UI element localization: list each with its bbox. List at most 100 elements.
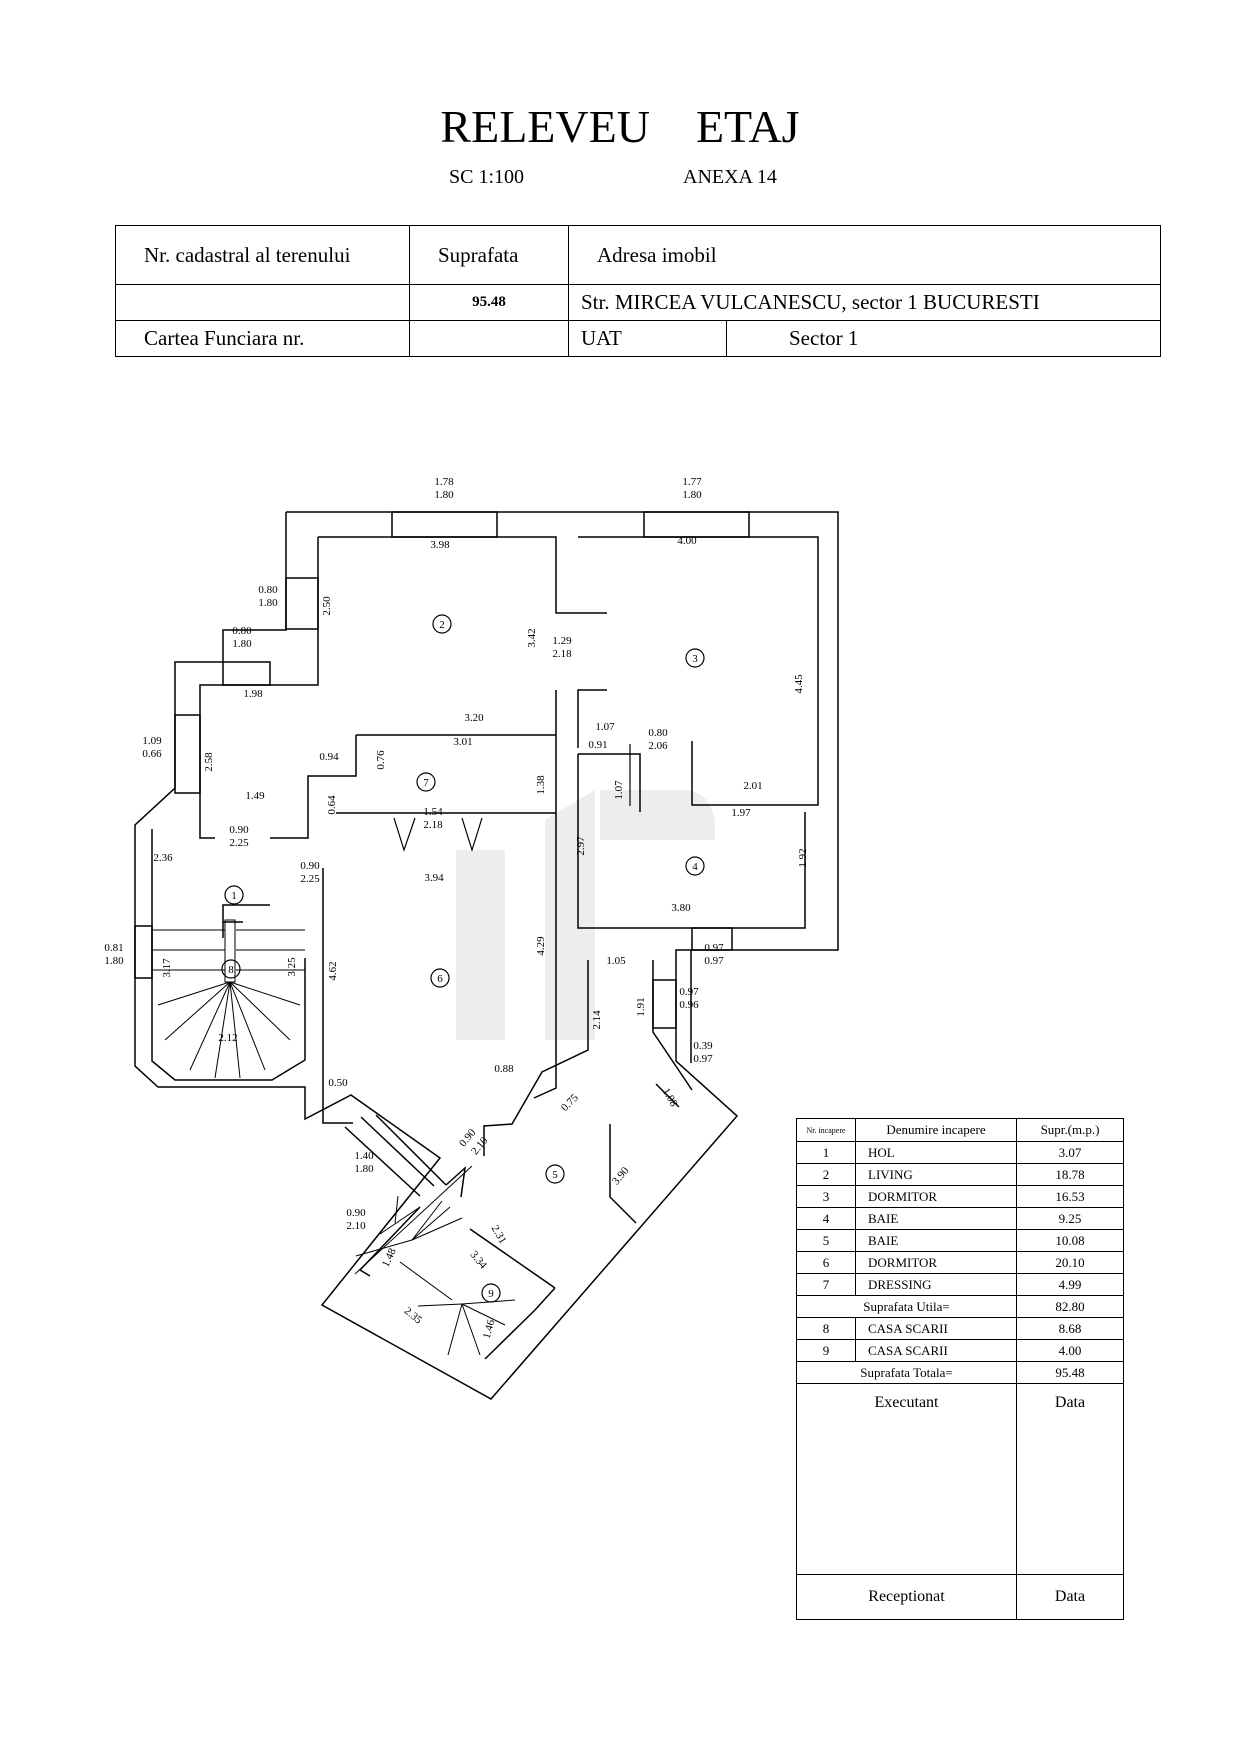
dimension-label: 1.38	[535, 775, 547, 795]
dimension-label: 3.90	[610, 1164, 632, 1187]
dimension-label: 1.80	[354, 1163, 374, 1175]
dimension-label: 0.88	[494, 1063, 514, 1075]
dimension-label: 4.00	[677, 535, 697, 547]
room-name: BAIE	[855, 1229, 1017, 1252]
dimension-label: 0.96	[679, 999, 699, 1011]
dimension-label: 1.05	[606, 955, 626, 967]
address-label: Adresa imobil	[568, 225, 1161, 285]
dimension-label: 2.01	[743, 780, 762, 792]
room-area: 20.10	[1016, 1251, 1124, 1274]
dimension-label: 0.90	[300, 860, 320, 872]
room-name: BAIE	[855, 1207, 1017, 1230]
room-name: HOL	[855, 1141, 1017, 1164]
room-number: 5	[552, 1169, 558, 1181]
dimension-label: 0.75	[559, 1091, 581, 1113]
dimension-label: 3.25	[286, 957, 298, 977]
doors	[393, 744, 631, 853]
dimension-label: 0.90	[229, 824, 249, 836]
useful-area-label: Suprafata Utila=	[796, 1295, 1017, 1318]
room-nr: 2	[796, 1163, 856, 1186]
room-name: CASA SCARII	[855, 1317, 1017, 1340]
dimension-label: 2.10	[346, 1220, 366, 1232]
dimension-label: 0.91	[588, 739, 607, 751]
scale-label: SC 1:100	[449, 166, 525, 188]
dimension-label: 2.12	[218, 1032, 237, 1044]
dimension-label: 4.62	[327, 961, 339, 980]
room-schedule-table: Nr. incapere Denumire incapere Supr.(m.p…	[796, 1118, 1124, 1620]
room-nr: 9	[796, 1339, 856, 1362]
dimension-label: 2.58	[203, 752, 215, 772]
dimension-label: 2.31	[489, 1223, 509, 1246]
windows	[134, 511, 750, 1197]
dimension-label: 0.97	[693, 1053, 713, 1065]
dimension-label: 1.48	[380, 1246, 399, 1269]
page-title: RELEVEU ETAJ	[440, 101, 800, 152]
dimension-label: 0.97	[704, 955, 724, 967]
dimension-label: 1.09	[142, 735, 162, 747]
dimension-label: 0.80	[648, 727, 668, 739]
room-area: 8.68	[1016, 1317, 1124, 1340]
dimension-label: 1.80	[232, 638, 252, 650]
address-value: Str. MIRCEA VULCANESCU, sector 1 BUCURES…	[568, 284, 1161, 321]
dimension-label: 0.64	[326, 795, 338, 815]
room-number: 9	[488, 1288, 494, 1300]
room-number: 2	[439, 619, 445, 631]
dimension-label: 1.97	[731, 807, 751, 819]
dimension-label: 0.81	[104, 942, 123, 954]
dimension-label: 1.07	[595, 721, 615, 733]
dimension-label: 3.80	[671, 902, 691, 914]
annex-label: ANEXA 14	[683, 166, 777, 188]
dimension-label: 3.42	[526, 628, 538, 647]
room-area: 4.99	[1016, 1273, 1124, 1296]
cadastral-label: Nr. cadastral al terenului	[115, 225, 410, 285]
area-value: 95.48	[409, 284, 569, 321]
col-name-header: Denumire incapere	[855, 1118, 1017, 1142]
dimension-label: 1.46	[481, 1318, 498, 1340]
room-area: 3.07	[1016, 1141, 1124, 1164]
dimension-label: 1.49	[245, 790, 265, 802]
dimension-label: 2.25	[300, 873, 320, 885]
land-book-label: Cartea Funciara nr.	[115, 320, 410, 357]
dimension-label: 1.92	[797, 848, 809, 867]
room-name: CASA SCARII	[855, 1339, 1017, 1362]
useful-area-value: 82.80	[1016, 1295, 1124, 1318]
room-area: 16.53	[1016, 1185, 1124, 1208]
room-area: 18.78	[1016, 1163, 1124, 1186]
dimension-label: 0.66	[142, 748, 162, 760]
dimension-label: 2.50	[321, 596, 333, 616]
col-area-header: Supr.(m.p.)	[1016, 1118, 1124, 1142]
receptionat-date-label: Data	[1016, 1574, 1124, 1620]
dimension-label: 1.29	[552, 635, 572, 647]
dimension-label: 0.50	[328, 1077, 348, 1089]
room-nr: 5	[796, 1229, 856, 1252]
dimension-label: 1.07	[613, 780, 625, 800]
room-nr: 4	[796, 1207, 856, 1230]
dimension-label: 0.76	[375, 750, 387, 770]
room-name: LIVING	[855, 1163, 1017, 1186]
room-area: 4.00	[1016, 1339, 1124, 1362]
room-area: 10.08	[1016, 1229, 1124, 1252]
dimension-label: 2.25	[229, 837, 249, 849]
dimension-label: 3.98	[430, 539, 450, 551]
dimension-label: 3.17	[161, 958, 173, 978]
room-number: 7	[423, 777, 429, 789]
room-nr: 7	[796, 1273, 856, 1296]
dimension-label: 2.18	[552, 648, 572, 660]
dimension-label: 0.94	[319, 751, 339, 763]
dimension-label: 1.40	[354, 1150, 374, 1162]
dimension-label: 1.80	[682, 489, 702, 501]
dimension-label: 0.97	[704, 942, 724, 954]
room-number-markers	[221, 614, 705, 1303]
dimension-label: 1.80	[258, 597, 278, 609]
